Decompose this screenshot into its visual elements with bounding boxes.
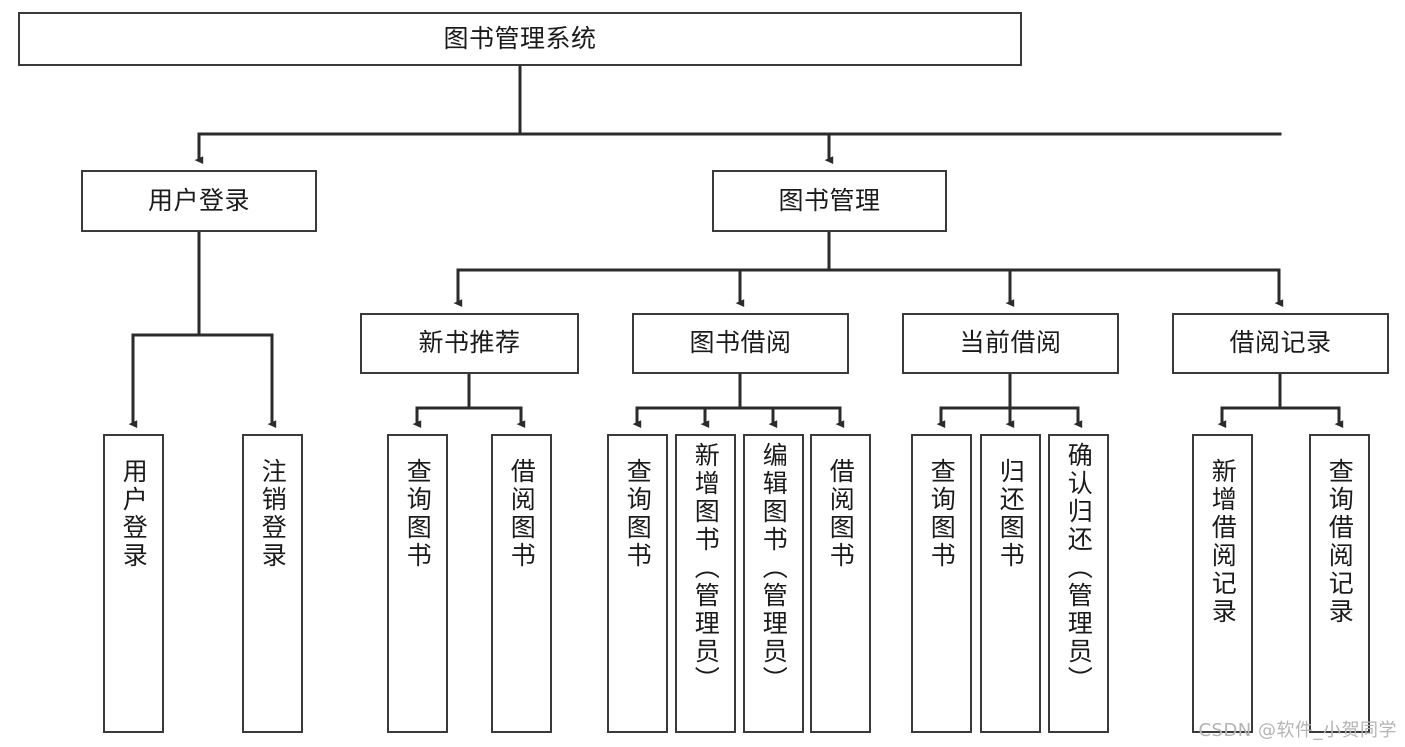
node-leaf-logout-label: 注销登录 <box>258 458 288 570</box>
node-leaf-add-book[interactable]: 新增图书（管理员） <box>675 434 736 733</box>
node-new-book-recommend-label: 新书推荐 <box>418 328 521 358</box>
node-borrow-record-label: 借阅记录 <box>1229 328 1332 358</box>
node-leaf-edit-book-label: 编辑图书（管理员） <box>759 442 789 694</box>
node-book-manage[interactable]: 图书管理 <box>712 170 947 232</box>
node-leaf-borrow-book-1[interactable]: 借阅图书 <box>491 434 552 733</box>
node-root[interactable]: 图书管理系统 <box>18 12 1022 66</box>
node-leaf-query-book-3[interactable]: 查询图书 <box>911 434 972 733</box>
node-leaf-user-login-label: 用户登录 <box>119 458 149 570</box>
node-root-label: 图书管理系统 <box>443 23 597 53</box>
node-leaf-confirm-return[interactable]: 确认归还（管理员） <box>1048 434 1109 733</box>
node-borrow-record[interactable]: 借阅记录 <box>1172 313 1389 374</box>
node-leaf-borrow-book-2-label: 借阅图书 <box>826 458 856 570</box>
node-leaf-query-book-2-label: 查询图书 <box>623 458 653 570</box>
node-leaf-add-record[interactable]: 新增借阅记录 <box>1192 434 1253 733</box>
node-leaf-query-book-1[interactable]: 查询图书 <box>387 434 448 733</box>
node-leaf-query-book-1-label: 查询图书 <box>403 458 433 570</box>
node-book-borrow-label: 图书借阅 <box>689 328 792 358</box>
node-leaf-add-book-label: 新增图书（管理员） <box>691 442 721 694</box>
node-user-login-label: 用户登录 <box>147 185 250 215</box>
node-leaf-return-book-label: 归还图书 <box>996 458 1026 570</box>
node-leaf-confirm-return-label: 确认归还（管理员） <box>1064 442 1094 694</box>
node-leaf-borrow-book-2[interactable]: 借阅图书 <box>810 434 871 733</box>
node-current-borrow[interactable]: 当前借阅 <box>902 313 1119 374</box>
node-leaf-user-login[interactable]: 用户登录 <box>103 434 164 733</box>
node-book-borrow[interactable]: 图书借阅 <box>632 313 849 374</box>
watermark: CSDN @软件_小贺同学 <box>1198 720 1397 741</box>
node-leaf-query-book-2[interactable]: 查询图书 <box>607 434 668 733</box>
node-leaf-return-book[interactable]: 归还图书 <box>980 434 1041 733</box>
node-leaf-query-record[interactable]: 查询借阅记录 <box>1309 434 1370 733</box>
node-leaf-edit-book[interactable]: 编辑图书（管理员） <box>743 434 804 733</box>
node-book-manage-label: 图书管理 <box>778 185 881 215</box>
node-leaf-query-book-3-label: 查询图书 <box>927 458 957 570</box>
node-current-borrow-label: 当前借阅 <box>959 328 1062 358</box>
node-leaf-borrow-book-1-label: 借阅图书 <box>507 458 537 570</box>
node-leaf-query-record-label: 查询借阅记录 <box>1325 458 1355 626</box>
node-user-login[interactable]: 用户登录 <box>81 170 317 232</box>
node-leaf-add-record-label: 新增借阅记录 <box>1208 458 1238 626</box>
node-leaf-logout[interactable]: 注销登录 <box>242 434 303 733</box>
node-new-book-recommend[interactable]: 新书推荐 <box>360 313 579 374</box>
